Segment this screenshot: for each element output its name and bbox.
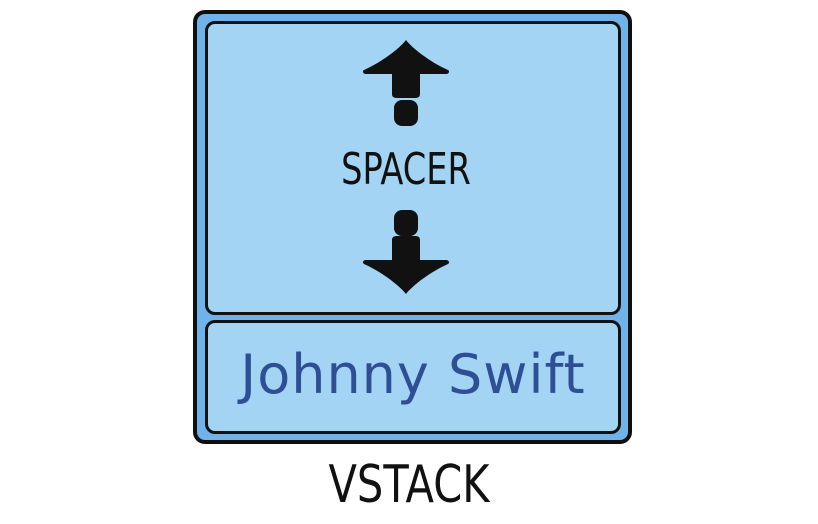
spacer-dot-top [394, 100, 418, 126]
diagram-caption: VSTACK [328, 455, 490, 515]
content-label: Johnny Swift [240, 343, 586, 406]
spacer-dot-bottom [394, 210, 418, 236]
spacer-label: SPACER [341, 144, 471, 195]
down-arrow-icon [362, 236, 450, 294]
content-box [205, 320, 621, 434]
up-arrow-icon [362, 40, 450, 98]
